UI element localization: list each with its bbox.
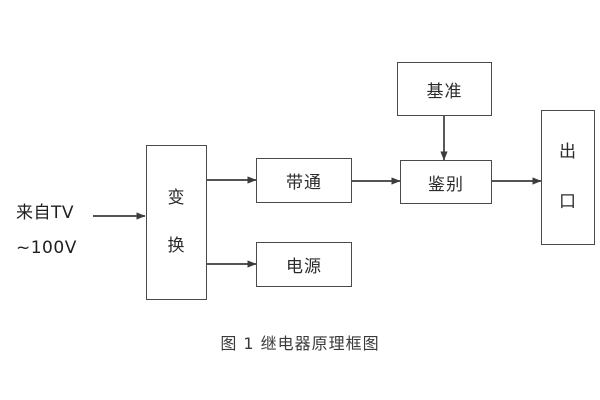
block-transform-char1: 变 (167, 188, 186, 208)
block-transform-char2: 换 (167, 236, 186, 256)
block-power-label: 电源 (286, 257, 322, 277)
block-transform[interactable]: 变 换 (146, 145, 207, 300)
figure-caption: 图 1 继电器原理框图 (220, 334, 380, 353)
block-output[interactable]: 出 口 (541, 110, 595, 245)
block-bandpass-label: 带通 (286, 173, 322, 193)
block-bandpass[interactable]: 带通 (256, 158, 352, 203)
block-output-char1: 出 (559, 142, 577, 162)
source-label-line2: ~100V (16, 238, 77, 258)
block-reference[interactable]: 基准 (397, 62, 492, 116)
block-output-char2: 口 (559, 192, 577, 212)
source-label-line1: 来自TV (16, 203, 75, 223)
block-reference-label: 基准 (426, 81, 463, 102)
block-discriminator-label: 鉴别 (428, 174, 464, 195)
block-discriminator[interactable]: 鉴别 (400, 160, 492, 204)
block-power[interactable]: 电源 (256, 242, 352, 287)
